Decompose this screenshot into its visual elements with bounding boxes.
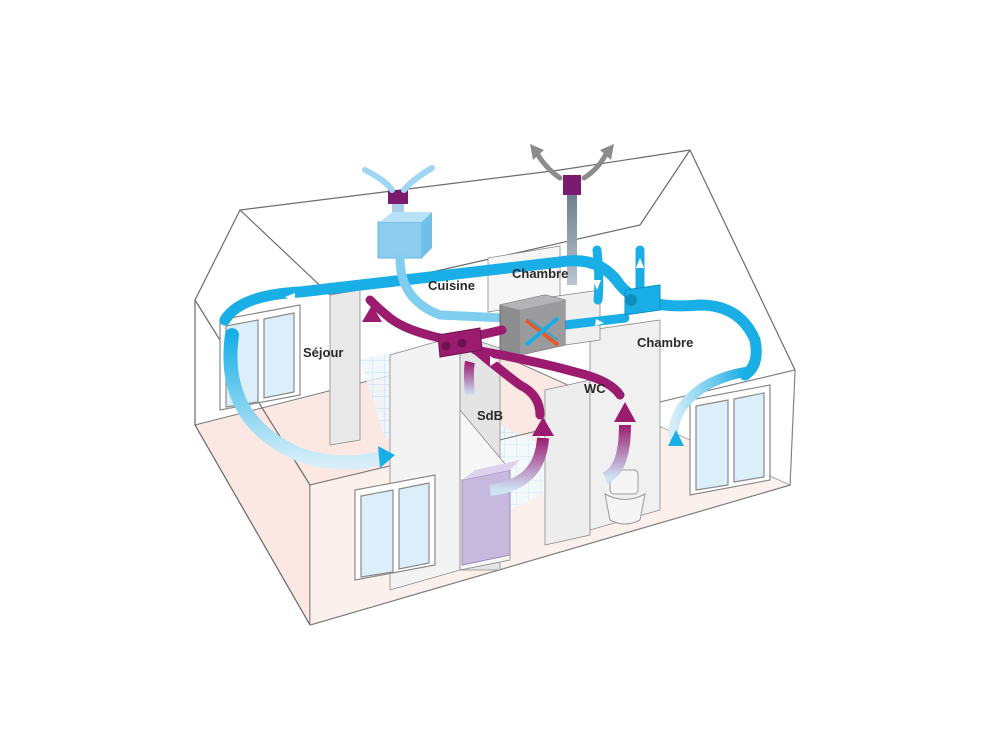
sdb-extract-arrowhead [532, 417, 554, 436]
intake-air-arrows [362, 165, 435, 193]
room-label-chambre-right: Chambre [637, 335, 693, 350]
sdb-extract-flow [489, 437, 549, 496]
sejour-supply-arrowhead [378, 446, 395, 468]
exhaust-arrowhead-left [530, 144, 544, 160]
wc-extract-flow [602, 424, 631, 484]
duct-flow-arrows [285, 258, 730, 366]
room-label-cuisine: Cuisine [428, 278, 475, 293]
chambre-supply-flow [668, 367, 750, 445]
sejour-supply-flow [223, 328, 389, 470]
room-label-chambre-top: Chambre [512, 266, 568, 281]
sejour-extract-arrowhead [362, 305, 382, 322]
chambre-supply-arrowhead [668, 430, 684, 446]
exhaust-air-arrows [532, 147, 611, 181]
cuisine-extract-flow [464, 360, 475, 396]
wc-extract-arrowhead [614, 402, 636, 422]
window-front [354, 474, 436, 581]
extract-air-ducts [365, 295, 625, 420]
room-label-wc: WC [584, 381, 606, 396]
exhaust-terminal [563, 175, 581, 285]
heat-exchanger [499, 294, 566, 356]
room-label-sdb: SdB [477, 408, 503, 423]
exhaust-arrowhead-right [600, 144, 614, 160]
extract-collector [437, 327, 483, 358]
window-right [689, 384, 771, 496]
air-intake-terminal [377, 190, 432, 259]
fresh-air-distributor [624, 284, 661, 316]
room-label-sejour: Séjour [303, 345, 343, 360]
toilet [604, 469, 646, 525]
